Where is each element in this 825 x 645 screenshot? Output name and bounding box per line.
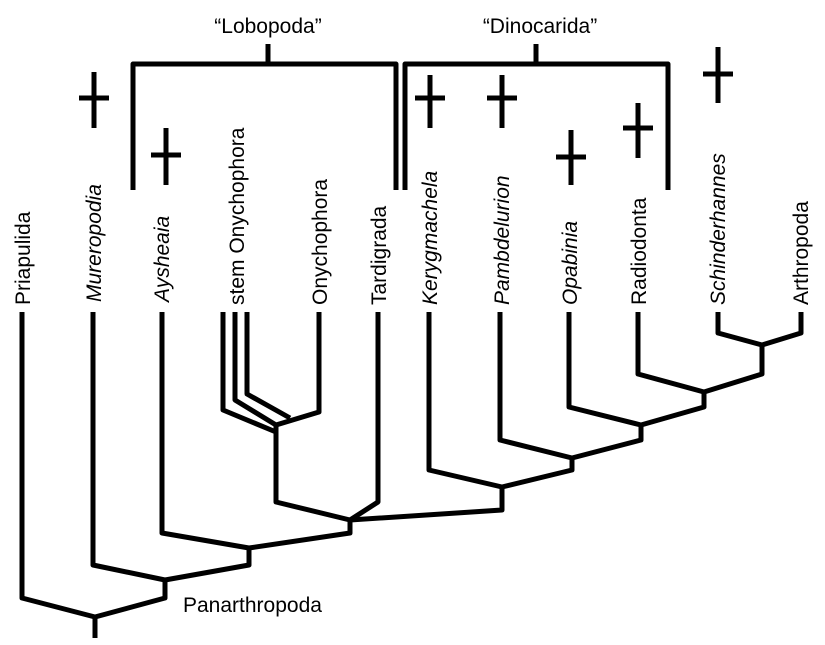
taxon-label-onychophora: Onychophora	[309, 179, 332, 305]
taxon-label-priapulida: Priapulida	[12, 211, 35, 305]
extinct-marker-aysheaia	[151, 128, 181, 185]
extinct-marker-radiodonta	[623, 103, 653, 158]
taxon-label-mureropodia: Mureropodia	[83, 184, 106, 302]
tree-branches	[19, 312, 804, 638]
extinct-marker-opabinia	[556, 130, 586, 185]
taxon-label-stem-onychophora: stem Onychophora	[226, 127, 249, 305]
taxon-label-tardigrada: Tardigrada	[368, 205, 391, 305]
node-label-panarthropoda: Panarthropoda	[183, 594, 322, 617]
taxon-label-kerygmachela: Kerygmachela	[419, 171, 442, 305]
taxon-label-schinderhannes: Schinderhannes	[707, 153, 730, 305]
lobopoda-label: “Lobopoda”	[214, 15, 321, 38]
dinocarida-bracket	[402, 44, 671, 190]
extinct-marker-mureropodia	[79, 72, 109, 128]
taxon-label-pambdelurion: Pambdelurion	[491, 175, 514, 305]
extinct-marker-kerygmachela	[415, 75, 445, 128]
extinct-marker-schinderhannes	[703, 47, 733, 103]
dinocarida-label: “Dinocarida”	[483, 15, 597, 38]
taxon-label-opabinia: Opabinia	[559, 221, 582, 305]
lobopoda-bracket	[130, 44, 399, 190]
extinct-marker-pambdelurion	[487, 75, 517, 128]
taxon-label-arthropoda: Arthropoda	[790, 201, 813, 305]
taxon-label-radiodonta: Radiodonta	[628, 197, 651, 305]
taxon-label-aysheaia: Aysheaia	[151, 216, 174, 304]
